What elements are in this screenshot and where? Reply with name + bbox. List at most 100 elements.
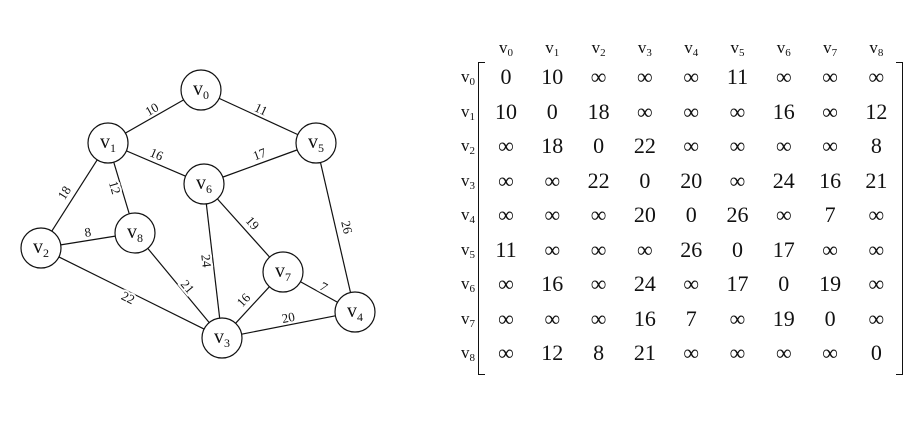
matrix-cell: ∞	[822, 98, 838, 124]
matrix-cell: ∞	[775, 202, 792, 227]
edge-v3-v4	[241, 315, 336, 335]
edge-weight-v7-v4: 7	[317, 279, 330, 296]
matrix-cell: ∞	[729, 305, 746, 331]
matrix-cell: ∞	[498, 271, 514, 296]
vertex-circle	[262, 251, 304, 293]
edge-v6-v3	[205, 203, 221, 319]
matrix-column-header: v5	[730, 38, 745, 59]
matrix-cell: 0	[685, 202, 697, 227]
matrix-cell: ∞	[683, 271, 700, 296]
matrix-cell: ∞	[729, 98, 746, 124]
matrix-cell: ∞	[544, 202, 561, 227]
edge-v6-v5	[222, 149, 298, 178]
matrix-cell: 16	[541, 271, 564, 296]
matrix-column-header: v3	[637, 38, 652, 59]
matrix-cell: 21	[633, 340, 656, 365]
matrix-row-header: v6	[461, 274, 475, 295]
matrix-cell: 10	[495, 98, 517, 124]
matrix-cell: 24	[633, 271, 656, 296]
edge-v1-v8	[113, 161, 130, 215]
matrix-column-header: v1	[545, 38, 560, 59]
matrix-cell: 19	[772, 305, 795, 331]
edge-weight-v2-v8: 8	[83, 224, 92, 240]
matrix-right-bracket	[895, 62, 903, 375]
matrix-cell: ∞	[729, 167, 746, 193]
matrix-cell: ∞	[868, 64, 885, 89]
matrix-cell: 0	[639, 167, 651, 193]
vertex-v6: v6	[183, 163, 225, 205]
matrix-cell: 12	[541, 340, 564, 365]
vertex-circle	[334, 291, 376, 333]
matrix-row-header: v4	[461, 205, 475, 226]
matrix-cell: 7	[685, 305, 697, 331]
matrix-row-header: v7	[461, 308, 475, 330]
matrix-cell: ∞	[822, 340, 838, 365]
edge-weight-v1-v8: 12	[106, 179, 124, 196]
matrix-cell: 26	[726, 202, 749, 227]
matrix-cell: ∞	[683, 64, 700, 89]
matrix-cell: ∞	[822, 236, 838, 262]
matrix-cell: 0	[732, 236, 743, 262]
matrix-cell: ∞	[637, 98, 653, 124]
matrix-cell: 16	[772, 98, 795, 124]
matrix-cell: ∞	[590, 305, 607, 331]
matrix-column-header: v4	[684, 38, 699, 59]
matrix-cell: ∞	[498, 167, 514, 193]
matrix-cell: 8	[870, 133, 882, 158]
matrix-cell: 8	[593, 340, 605, 365]
matrix-cell: 22	[587, 167, 610, 193]
edge-v1-v6	[126, 150, 186, 177]
matrix-column-header: v0	[499, 38, 513, 59]
edge-weight-v5-v4: 26	[338, 219, 356, 236]
matrix-cell: ∞	[868, 202, 885, 227]
matrix-cell: 16	[633, 305, 656, 331]
matrix-cell: ∞	[822, 133, 838, 158]
edge-v7-v4	[300, 281, 338, 303]
matrix-column-header: v6	[776, 38, 791, 59]
matrix-cell: ∞	[590, 271, 607, 296]
matrix-cell: ∞	[775, 64, 792, 89]
edge-v7-v3	[235, 286, 270, 324]
matrix-cell: ∞	[683, 133, 700, 158]
matrix-cell: ∞	[498, 202, 514, 227]
vertex-circle	[201, 317, 243, 359]
matrix-cell: 16	[819, 167, 842, 193]
matrix-cell: 18	[541, 133, 564, 158]
matrix-cell: 0	[778, 271, 790, 296]
matrix-cell: ∞	[590, 236, 607, 262]
matrix-cell: 21	[865, 167, 888, 193]
matrix-cell: 24	[772, 167, 795, 193]
vertex-v0: v0	[180, 69, 222, 111]
vertex-circle	[114, 212, 156, 254]
vertex-v4: v4	[334, 291, 376, 333]
matrix-row-header: v0	[461, 67, 475, 88]
matrix-cell: 17	[772, 236, 795, 262]
edge-v0-v5	[218, 97, 299, 136]
matrix-row-header: v5	[461, 239, 475, 261]
vertex-v1: v1	[87, 122, 129, 164]
matrix-cell: ∞	[868, 305, 885, 331]
matrix-cell: 0	[593, 133, 605, 158]
matrix-cell: 0	[824, 305, 836, 331]
vertex-v5: v5	[295, 122, 337, 164]
vertex-v8: v8	[114, 212, 156, 254]
matrix-cell: ∞	[775, 133, 792, 158]
matrix-cell: 20	[633, 202, 656, 227]
matrix-cell: ∞	[498, 340, 514, 365]
vertex-v7: v7	[262, 251, 304, 293]
vertex-circle	[180, 69, 222, 111]
edge-v8-v3	[147, 248, 210, 323]
matrix-cell: ∞	[868, 271, 885, 296]
matrix-row-header: v1	[461, 101, 475, 123]
edge-weight-v0-v1: 10	[142, 99, 161, 118]
matrix-cell: 0	[870, 340, 882, 365]
edge-v6-v7	[216, 198, 271, 258]
edge-v5-v4	[319, 162, 352, 293]
matrix-cell: ∞	[868, 236, 885, 262]
matrix-cell: ∞	[775, 340, 792, 365]
matrix-row-header: v2	[461, 136, 475, 157]
matrix-cell: ∞	[544, 305, 561, 331]
edge-v1-v2	[51, 159, 98, 232]
edge-weight-v2-v3: 22	[119, 288, 137, 307]
edge-weight-v1-v2: 18	[54, 183, 74, 202]
